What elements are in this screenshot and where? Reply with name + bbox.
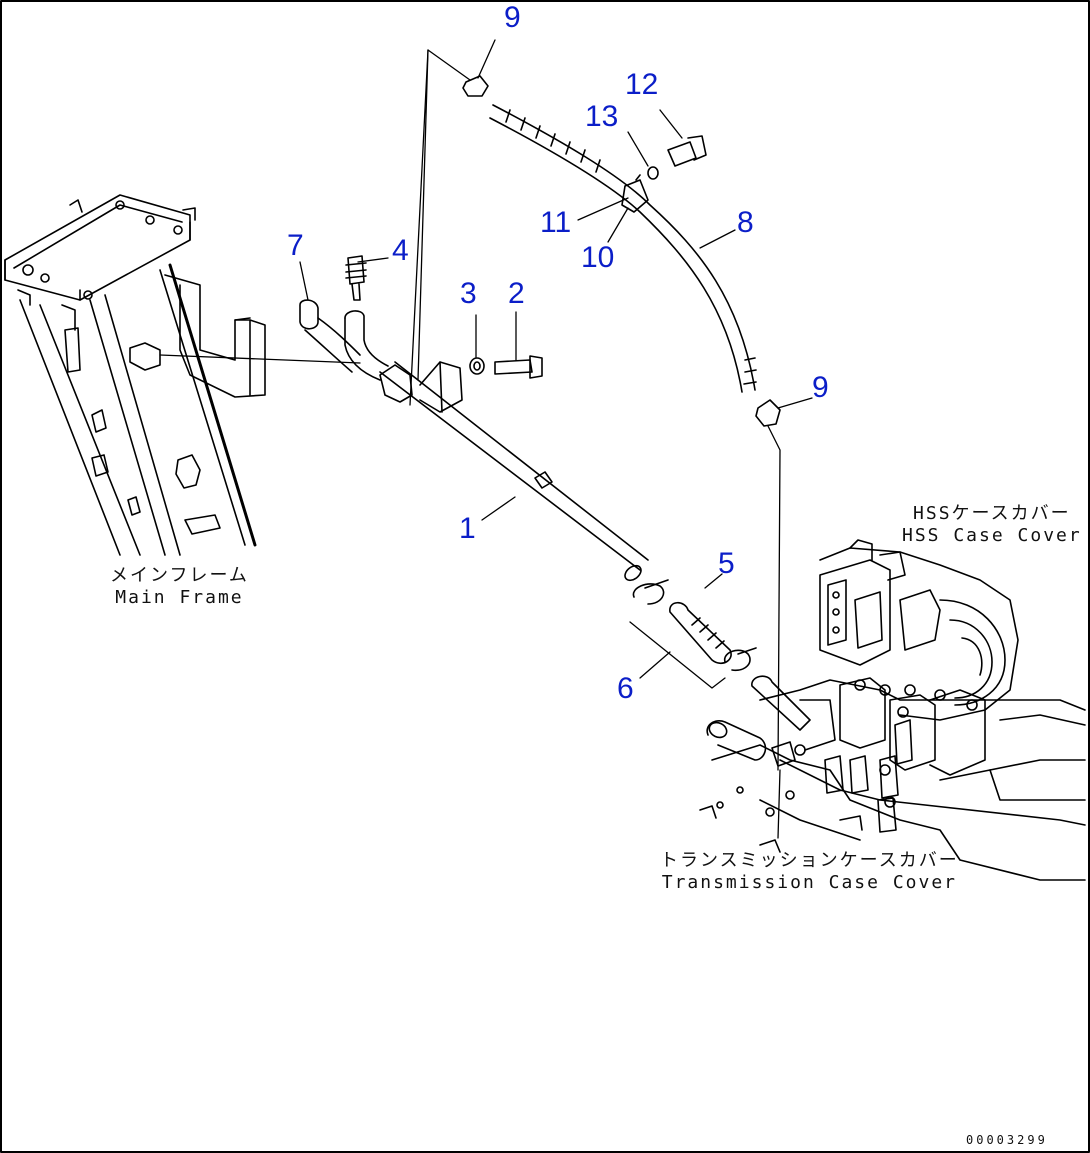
callout-3: 3 bbox=[460, 277, 477, 310]
callout-7: 7 bbox=[287, 229, 304, 262]
callout-12: 12 bbox=[625, 68, 659, 101]
main-frame-label: メインフレーム Main Frame bbox=[110, 565, 249, 609]
pipe-assembly bbox=[299, 255, 649, 582]
main-frame-label-en: Main Frame bbox=[115, 587, 244, 608]
callout-6: 6 bbox=[617, 672, 634, 705]
hose-5-clamps bbox=[629, 573, 757, 689]
callout-8: 8 bbox=[737, 206, 754, 239]
document-number: 00003299 bbox=[966, 1133, 1048, 1147]
hss-cover-label-jp: HSSケースカバー bbox=[913, 503, 1071, 524]
bolt-washer bbox=[469, 311, 543, 379]
transmission-cover-label-jp: トランスミッションケースカバー bbox=[660, 850, 959, 871]
callout-2: 2 bbox=[508, 277, 525, 310]
transmission-cover-label-en: Transmission Case Cover bbox=[661, 872, 957, 893]
transmission-cover-label: トランスミッションケースカバー Transmission Case Cover bbox=[660, 850, 959, 894]
callout-4: 4 bbox=[392, 234, 409, 267]
main-frame-label-jp: メインフレーム bbox=[110, 565, 249, 586]
main-frame-drawing bbox=[4, 194, 361, 556]
callout-9-mid: 9 bbox=[812, 371, 829, 404]
callout-5: 5 bbox=[718, 547, 735, 580]
callout-9-top: 9 bbox=[504, 1, 521, 34]
hss-cover-label: HSSケースカバー HSS Case Cover bbox=[902, 503, 1082, 547]
hose-8 bbox=[462, 39, 813, 771]
transmission-drawing bbox=[699, 539, 1086, 881]
callout-11: 11 bbox=[540, 206, 572, 239]
callout-1: 1 bbox=[459, 512, 476, 545]
hss-cover-label-en: HSS Case Cover bbox=[902, 525, 1082, 546]
callout-13: 13 bbox=[585, 100, 619, 133]
leader-1 bbox=[481, 496, 516, 521]
callout-10: 10 bbox=[581, 241, 615, 274]
